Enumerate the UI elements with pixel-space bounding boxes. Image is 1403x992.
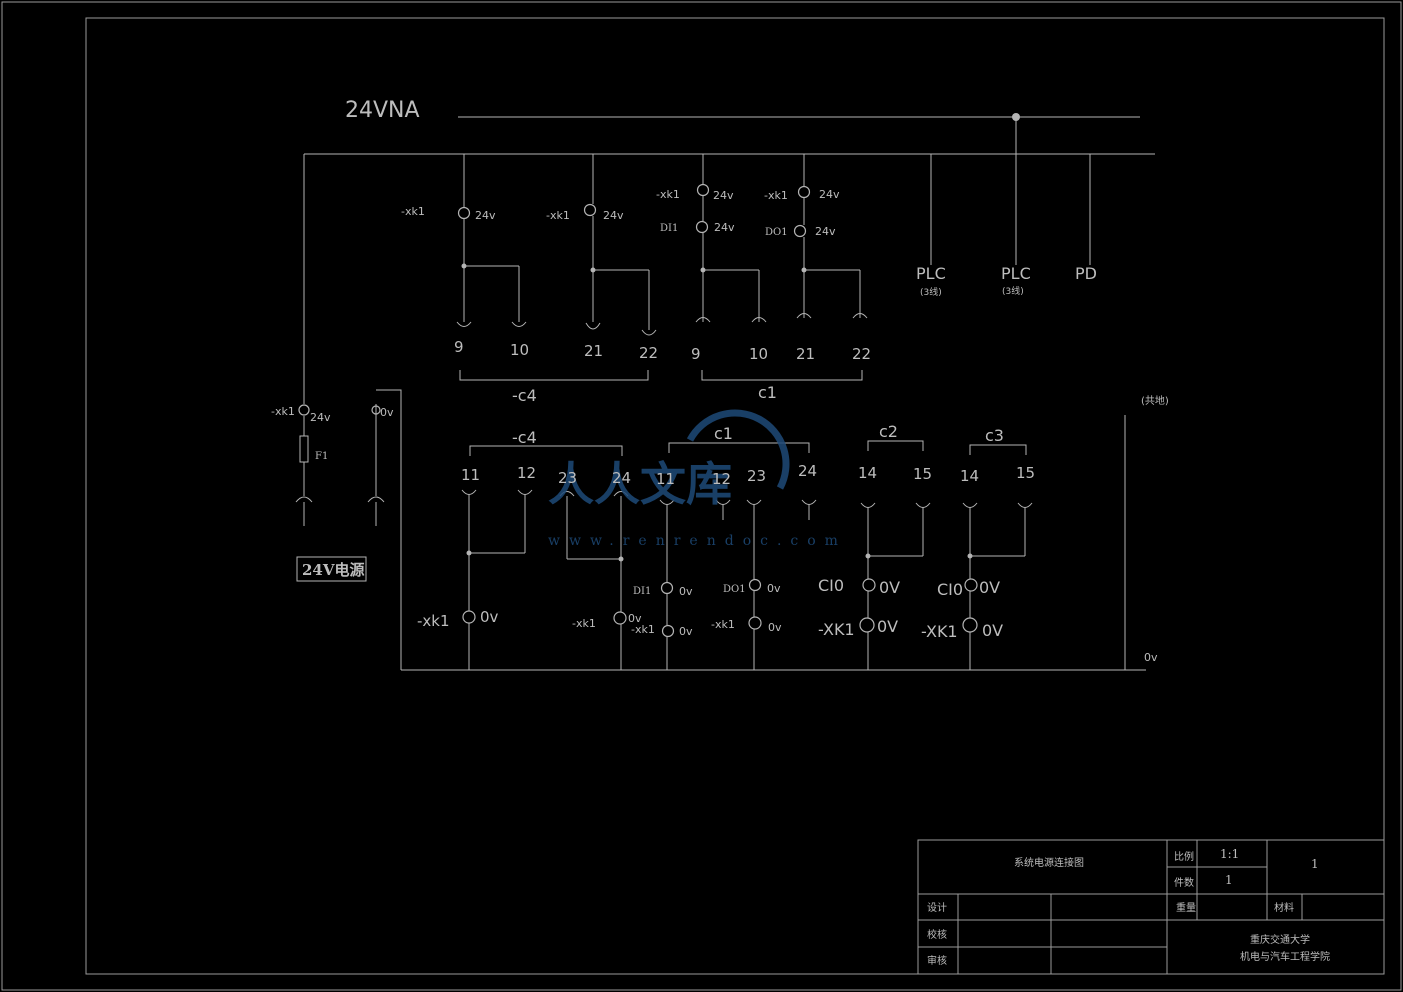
material-label: 材料	[1274, 901, 1294, 914]
terminal-number: 12	[517, 464, 536, 482]
source-label: 24V电源	[302, 561, 365, 579]
checker-label: 校核	[927, 928, 947, 941]
fuse-label: F1	[315, 451, 328, 462]
terminal-number: 9	[454, 338, 464, 356]
relay-label: c1	[758, 383, 777, 402]
watermark-url: www.renrendoc.com	[548, 533, 847, 549]
scale-value: 1:1	[1220, 847, 1239, 861]
relay-label: c1	[714, 424, 733, 443]
watermark-logo-icon	[686, 409, 790, 490]
watermark-text: 人人文库	[548, 457, 732, 511]
weight-label: 重量	[1176, 901, 1196, 914]
relay-label: -c4	[512, 428, 537, 447]
relay-label: c3	[985, 426, 1004, 445]
terminal-circles	[298, 183, 978, 638]
voltage-label: 0V	[879, 578, 900, 597]
voltage-label: 0V	[877, 617, 898, 636]
relay-label: c2	[879, 422, 898, 441]
terminal-number: 10	[510, 341, 529, 359]
voltage-label: 24v	[819, 188, 840, 201]
terminal-number: 14	[858, 464, 877, 482]
contact-label: -xk1	[271, 405, 295, 418]
plc-label: PLC	[916, 264, 946, 283]
watermark: 人人文库 www.renrendoc.com	[548, 409, 847, 549]
contact-label: -xk1	[764, 189, 788, 202]
inner-border	[85, 17, 1385, 975]
voltage-label: 0v	[679, 625, 693, 638]
designer-label: 设计	[927, 901, 947, 914]
terminal-number: 24	[612, 469, 631, 487]
plc-note: (3线)	[920, 286, 942, 298]
drawing-title: 系统电源连接图	[1014, 856, 1084, 869]
voltage-label: 24v	[713, 189, 734, 202]
contact-label: -xk1	[656, 188, 680, 201]
terminal-number: 23	[558, 469, 577, 487]
terminal-number: 12	[712, 470, 731, 488]
relay-label: -c4	[512, 386, 537, 405]
source-box	[296, 556, 367, 582]
sheet-value: 1	[1311, 857, 1319, 871]
voltage-label: 24v	[714, 221, 735, 234]
plc-note: (3线)	[1002, 285, 1024, 297]
school-name: 重庆交通大学	[1250, 933, 1310, 946]
voltage-label: 0v	[628, 612, 642, 625]
terminal-number: 21	[584, 342, 603, 360]
terminal-number: 15	[913, 465, 932, 483]
contact-label: -xk1	[417, 612, 450, 630]
count-label: 件数	[1174, 876, 1194, 889]
contact-label: -xk1	[546, 209, 570, 222]
ground-label: (共地)	[1141, 394, 1169, 407]
pd-label: PD	[1075, 264, 1097, 283]
plc-label: PLC	[1001, 264, 1031, 283]
terminal-number: 10	[749, 345, 768, 363]
contact-label: -xk1	[631, 623, 655, 636]
contact-label: -XK1	[818, 620, 855, 639]
voltage-label: 24v	[310, 411, 331, 424]
ci-label: CI0	[937, 580, 963, 599]
junction-dots	[461, 113, 1020, 562]
terminal-number: 15	[1016, 464, 1035, 482]
terminal-number: 21	[796, 345, 815, 363]
do-label: DO1	[765, 227, 788, 238]
di-label: DI1	[633, 586, 651, 597]
terminal-number: 23	[747, 467, 766, 485]
terminal-number: 22	[852, 345, 871, 363]
contact-label: -xk1	[711, 618, 735, 631]
approver-label: 审核	[927, 954, 947, 967]
terminal-number: 22	[639, 344, 658, 362]
voltage-label: 24v	[603, 209, 624, 222]
terminal-number: 14	[960, 467, 979, 485]
ci-label: CI0	[818, 576, 844, 595]
voltage-label: 24v	[475, 209, 496, 222]
terminal-number: 11	[656, 470, 675, 488]
wiring	[295, 116, 1155, 671]
title-block	[917, 839, 1385, 975]
contact-label: -xk1	[572, 617, 596, 630]
voltage-label: 0v	[480, 608, 499, 626]
terminal-number: 11	[461, 466, 480, 484]
terminal-number: 24	[798, 462, 817, 480]
bus-label: 24VNA	[345, 98, 420, 123]
voltage-label: 0v	[679, 585, 693, 598]
do-label: DO1	[723, 584, 746, 595]
terminal-number: 9	[691, 345, 701, 363]
voltage-label: 0V	[979, 578, 1000, 597]
voltage-label: 0v	[768, 621, 782, 634]
contact-label: -XK1	[921, 622, 958, 641]
ground-voltage: 0v	[1144, 651, 1158, 664]
count-value: 1	[1225, 873, 1233, 887]
contact-label: -xk1	[401, 205, 425, 218]
voltage-label: 0v	[767, 582, 781, 595]
voltage-label: 24v	[815, 225, 836, 238]
voltage-label: 0V	[982, 621, 1003, 640]
scale-label: 比例	[1174, 850, 1194, 863]
voltage-label: 0v	[380, 406, 394, 419]
college-name: 机电与汽车工程学院	[1240, 950, 1330, 963]
di-label: DI1	[660, 223, 678, 234]
